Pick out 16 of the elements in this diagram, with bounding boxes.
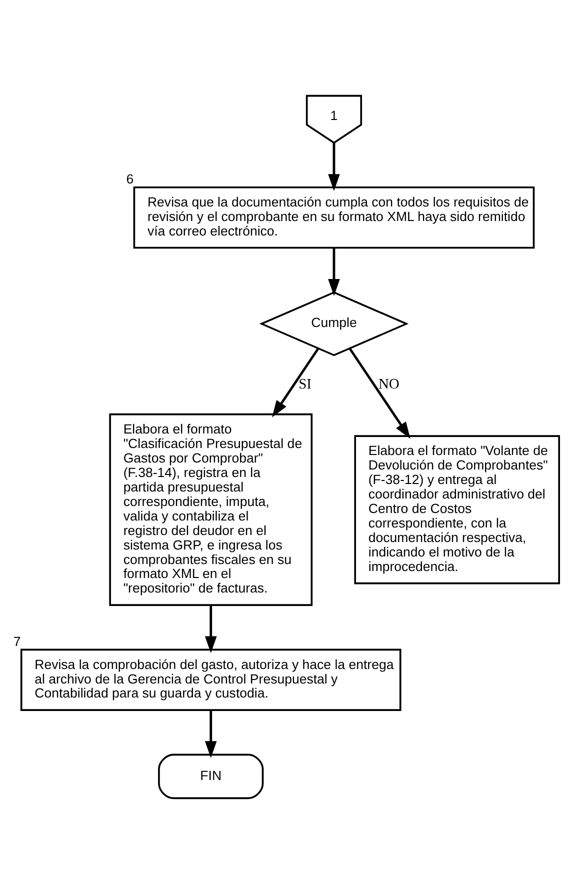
arrow [348, 348, 410, 439]
arrow [328, 142, 340, 192]
arrow [204, 710, 217, 758]
node-box: Elabora el formato "Clasificación Presupuestal de Gastos por Comprobar" (F.38-14), registra en la partida presupuestal correspondiente, imputa, valida y contabiliza el registro del deudor en el sistema GRP, e ingresa los comprobantes fiscales en su formato XML en el "repositorio" de facturas. [109, 413, 313, 606]
arrow [328, 248, 340, 296]
arrow [204, 605, 217, 654]
node-box: Revisa la comprobación del gasto, autoriza y hace la entrega al archivo de la Gerencia de Control Presupuestal y Contabilidad para su guarda y custodia. [20, 648, 402, 711]
node-box: FIN [158, 754, 264, 800]
edge-label: NO [378, 376, 400, 392]
node-label: 6 [126, 172, 134, 187]
arrow [272, 348, 320, 418]
node-diamond: Cumple [259, 291, 409, 356]
node-box: Elabora el formato "Volante de Devolución de Comprobantes" (F-38-12) y entrega al coordinador administrativo del Centro de Costos correspondiente, con la documentación respectiva, indicando el motivo de la improcedencia. [354, 435, 560, 584]
edge-label: SI [298, 376, 312, 392]
node-label: 7 [13, 634, 21, 649]
node-box: Revisa que la documentación cumpla con todos los requisitos de revisión y el comprobante en su formato XML haya sido remitido vía correo electrónico. [133, 186, 535, 249]
